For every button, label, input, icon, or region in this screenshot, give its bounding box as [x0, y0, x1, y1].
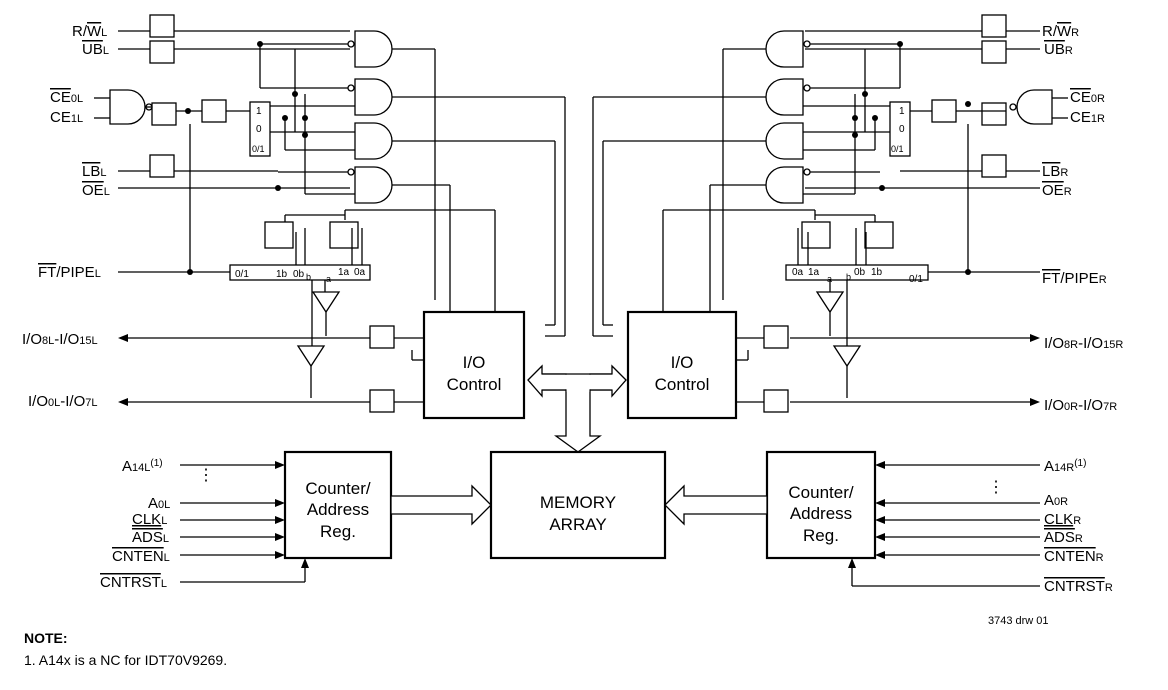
- drawing-id: 3743 drw 01: [988, 615, 1049, 627]
- lb-right-label: LBR: [1042, 163, 1068, 180]
- mux-right-bar-labels: 0a 1a a b 0b 1b 0/1: [792, 267, 923, 285]
- memory-line1: MEMORY: [540, 493, 616, 512]
- svg-text:0a: 0a: [354, 267, 366, 278]
- ce1-right-label: CE1R: [1070, 109, 1105, 126]
- lb-left-label: LBL: [82, 163, 106, 180]
- io-lo-right-label: I/O0R-I/O7R: [1044, 397, 1117, 414]
- svg-text:0b: 0b: [854, 267, 866, 278]
- ft-right-label: FT/PIPER: [1042, 270, 1107, 287]
- mux-right-s0: 0: [899, 124, 905, 135]
- mux-left-s01: 0/1: [252, 144, 265, 154]
- vdots-right: ⋮: [988, 479, 1004, 496]
- svg-text:1b: 1b: [871, 267, 883, 278]
- counter-left: [283, 450, 393, 560]
- mux-right-s01: 0/1: [891, 144, 904, 154]
- ub-left-label: UBL: [82, 41, 109, 58]
- ads-left-label: ADSL: [132, 529, 169, 546]
- clk-right-label: CLKR: [1044, 511, 1081, 528]
- mux-left-s0: 0: [256, 124, 262, 135]
- svg-text:0a: 0a: [792, 267, 804, 278]
- note-text: 1. A14x is a NC for IDT70V9269.: [24, 652, 228, 668]
- counter-right-line2: Address: [790, 504, 852, 523]
- clk-left-label: CLKL: [132, 511, 167, 528]
- a0-right-label: A0R: [1044, 492, 1068, 509]
- cntrst-left-label: CNTRSTL: [100, 574, 167, 591]
- oe-left-label: OEL: [82, 182, 110, 199]
- counter-right-line3: Reg.: [803, 526, 839, 545]
- io-control-right-line1: I/O: [671, 353, 694, 372]
- a14-left-label: A14L(1): [122, 458, 163, 475]
- counter-left-line1: Counter/: [305, 479, 370, 498]
- io-control-left-line1: I/O: [463, 353, 486, 372]
- io-hi-left-label: I/O8L-I/O15L: [22, 331, 98, 348]
- svg-text:a: a: [827, 274, 832, 284]
- io-lo-left-label: I/O0L-I/O7L: [28, 393, 98, 410]
- io-control-right-line2: Control: [655, 375, 710, 394]
- svg-text:1a: 1a: [338, 267, 350, 278]
- svg-text:0b: 0b: [293, 269, 305, 280]
- mux-left-bar-labels: 0/1 1b 0b b a 1a 0a: [235, 267, 366, 284]
- memory-line2: ARRAY: [549, 515, 606, 534]
- counter-right-line1: Counter/: [788, 483, 853, 502]
- vdots-left: ⋮: [198, 467, 214, 484]
- cntrst-right-label: CNTRSTR: [1044, 578, 1113, 595]
- cnten-left-label: CNTENL: [112, 548, 170, 565]
- svg-text:b: b: [306, 272, 311, 282]
- ub-right-label: UBR: [1044, 41, 1073, 58]
- mux-left-s1: 1: [256, 106, 262, 117]
- io-control-right: [626, 310, 738, 420]
- ce0-right-label: CE0R: [1070, 89, 1105, 106]
- svg-text:1a: 1a: [808, 267, 820, 278]
- counter-right: [765, 450, 877, 560]
- counter-left-line3: Reg.: [320, 522, 356, 541]
- svg-text:0/1: 0/1: [909, 274, 923, 285]
- svg-text:a: a: [326, 274, 331, 284]
- svg-text:1b: 1b: [276, 269, 288, 280]
- a0-left-label: A0L: [148, 495, 170, 512]
- svg-text:b: b: [846, 272, 851, 282]
- oe-right-label: OER: [1042, 182, 1072, 199]
- a14-right-label: A14R(1): [1044, 458, 1086, 475]
- note-title: NOTE:: [24, 630, 68, 646]
- ads-right-label: ADSR: [1044, 529, 1083, 546]
- io-control-left: [422, 310, 526, 420]
- io-hi-right-label: I/O8R-I/O15R: [1044, 335, 1123, 352]
- ce1-left-label: CE1L: [50, 109, 83, 126]
- cnten-right-label: CNTENR: [1044, 548, 1104, 565]
- mux-right-s1: 1: [899, 106, 905, 117]
- ce0-left-label: CE0L: [50, 89, 83, 106]
- io-control-left-line2: Control: [447, 375, 502, 394]
- ft-left-label: FT/PIPEL: [38, 264, 101, 281]
- rw-left-label: R/WL: [72, 23, 107, 40]
- svg-text:0/1: 0/1: [235, 269, 249, 280]
- counter-left-line2: Address: [307, 500, 369, 519]
- rw-right-label: R/WR: [1042, 23, 1079, 40]
